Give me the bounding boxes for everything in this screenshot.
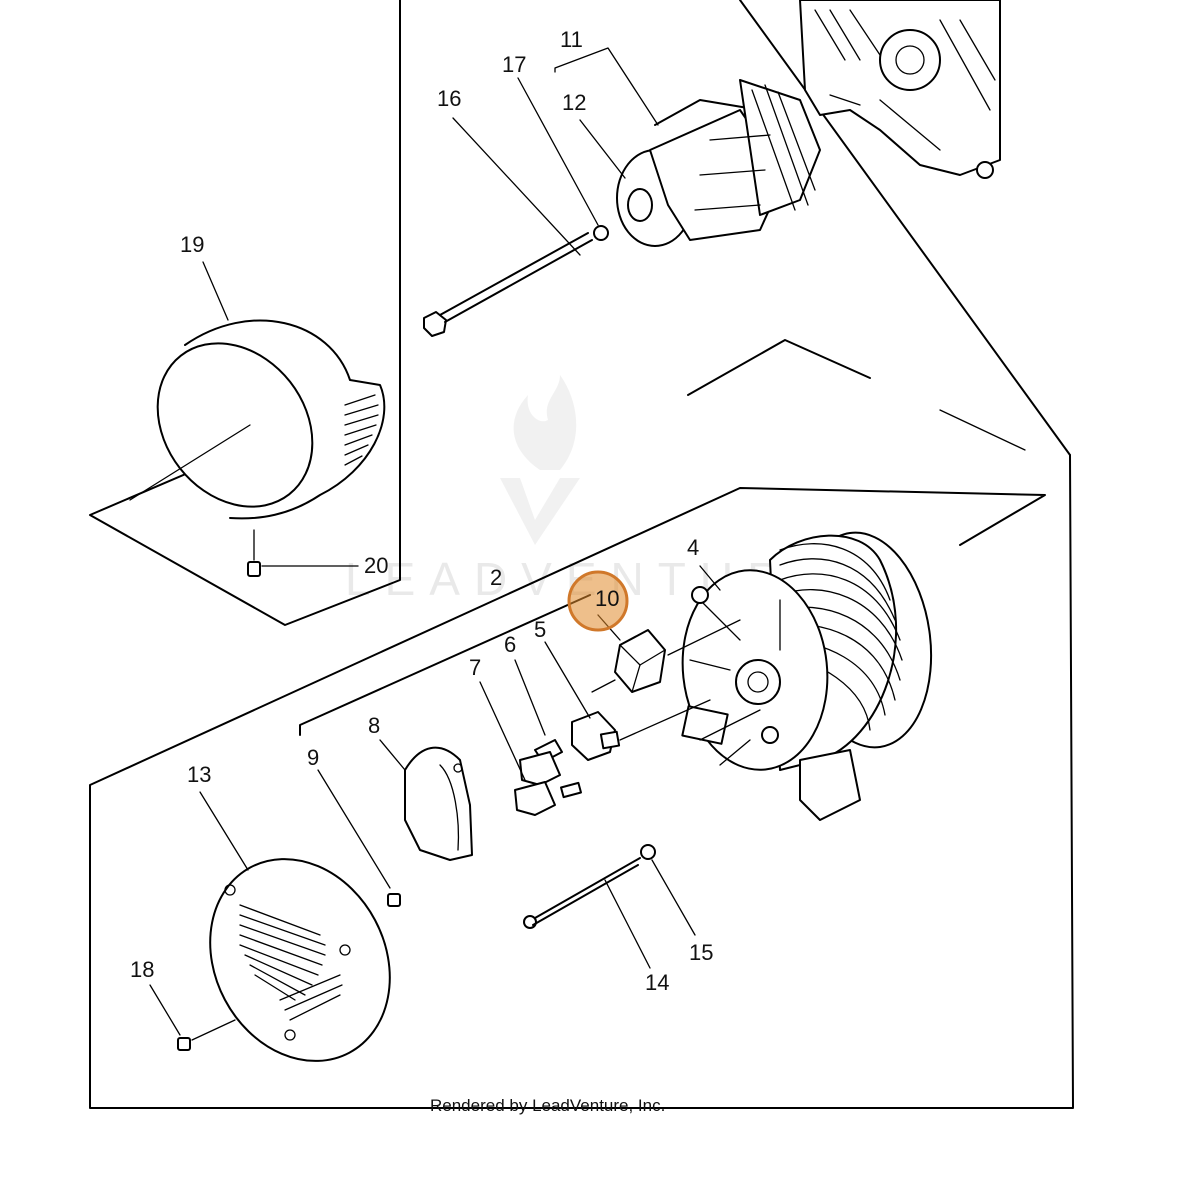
part-16-through-bolt	[423, 232, 593, 337]
callout-18[interactable]: 18	[130, 957, 154, 982]
part-5-brush-holder	[571, 699, 711, 761]
callout-4[interactable]: 4	[687, 535, 699, 560]
watermark: LEADVENTURE	[345, 375, 825, 605]
part-8-cover	[404, 746, 473, 861]
callout-10[interactable]: 10	[595, 586, 619, 611]
part-20-screw	[247, 529, 359, 577]
part-11-rotor-assembly	[616, 79, 821, 247]
footer-credit: Rendered by LeadVenture, Inc.	[430, 1096, 665, 1115]
part-17-lock-washer	[593, 225, 609, 241]
engine-block-fragment	[799, 0, 1001, 179]
callout-7[interactable]: 7	[469, 655, 481, 680]
watermark-flame-icon	[513, 375, 577, 470]
callout-8[interactable]: 8	[368, 713, 380, 738]
part-9-screw	[387, 893, 401, 907]
part-4-stator-housing	[681, 531, 933, 821]
part-10-rectifier	[591, 619, 741, 693]
assembly-frames	[89, 0, 1074, 1109]
callout-19[interactable]: 19	[180, 232, 204, 257]
callout-labels: 2 4 5 6 7 8 9 10 11 12 13 14 15 16 17 18…	[130, 27, 713, 995]
callout-5[interactable]: 5	[534, 617, 546, 642]
highlight-marker[interactable]	[567, 570, 629, 632]
part-14-through-bolt	[523, 857, 641, 929]
part-13-end-cover	[209, 858, 391, 1062]
callout-17[interactable]: 17	[502, 52, 526, 77]
part-18-screw	[177, 1019, 236, 1051]
callout-13[interactable]: 13	[187, 762, 211, 787]
part-19-shroud	[129, 319, 386, 520]
leader-lines	[149, 47, 721, 1036]
watermark-v-icon	[500, 478, 580, 545]
callout-14[interactable]: 14	[645, 970, 669, 995]
callout-15[interactable]: 15	[689, 940, 713, 965]
callout-12[interactable]: 12	[562, 90, 586, 115]
callout-6[interactable]: 6	[504, 632, 516, 657]
callout-16[interactable]: 16	[437, 86, 461, 111]
callout-9[interactable]: 9	[307, 745, 319, 770]
part-15-washer	[640, 844, 656, 860]
callout-11[interactable]: 11	[560, 27, 583, 52]
part-7-brushes	[514, 751, 582, 816]
callout-2[interactable]: 2	[490, 565, 502, 590]
callout-20[interactable]: 20	[364, 553, 388, 578]
